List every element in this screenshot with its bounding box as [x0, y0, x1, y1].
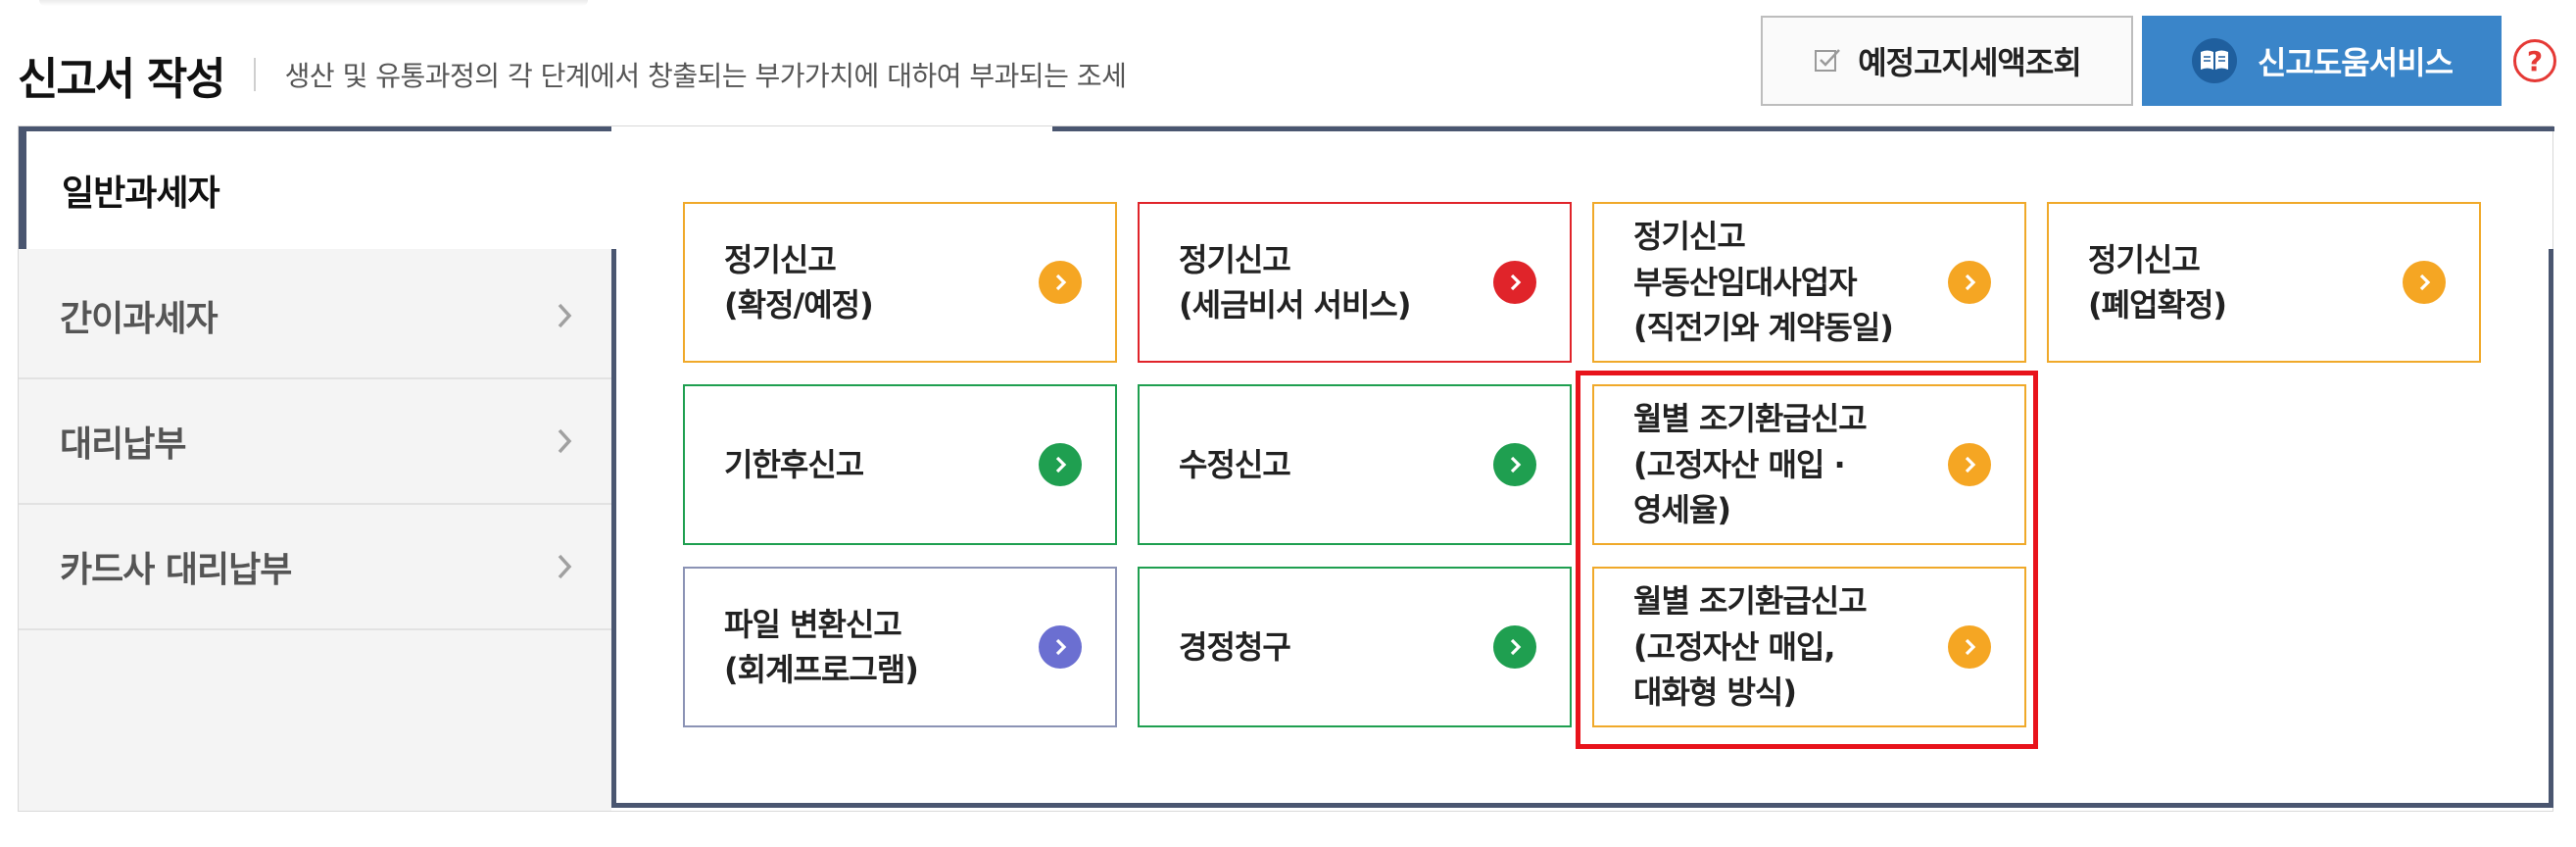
help-question-icon[interactable]: ? — [2513, 39, 2556, 82]
filing-help-service-button[interactable]: 신고도움서비스 — [2142, 16, 2502, 106]
regular-filing-real-estate-lease-card[interactable]: 정기신고 부동산임대사업자 (직전기와 계약동일) — [1592, 202, 2026, 363]
arrow-right-icon — [2403, 261, 2446, 304]
sidebar-item-label: 대리납부 — [60, 424, 186, 465]
tab-general-taxpayer[interactable]: 일반과세자 — [19, 126, 611, 249]
sidebar-item-simplified-taxpayer[interactable]: 간이과세자 — [19, 254, 611, 379]
regular-filing-closure-card[interactable]: 정기신고 (폐업확정) — [2047, 202, 2481, 363]
arrow-right-icon — [1039, 443, 1082, 486]
late-filing-card[interactable]: 기한후신고 — [683, 384, 1117, 545]
page-subtitle: 생산 및 유통과정의 각 단계에서 창출되는 부가가치에 대하여 부과되는 조세 — [284, 60, 1127, 92]
monthly-early-refund-interactive-card[interactable]: 월별 조기환급신고 (고정자산 매입, 대화형 방식) — [1592, 567, 2026, 727]
arrow-right-icon — [1493, 443, 1536, 486]
tax-notice-lookup-button[interactable]: 예정고지세액조회 — [1761, 16, 2133, 106]
page-title: 신고서 작성 — [18, 52, 226, 105]
correction-claim-card[interactable]: 경정청구 — [1138, 567, 1572, 727]
card-label: 기한후신고 — [724, 445, 864, 483]
book-icon — [2191, 38, 2237, 83]
sidebar-item-label: 간이과세자 — [60, 299, 219, 339]
card-label: 정기신고 부동산임대사업자 (직전기와 계약동일) — [1633, 218, 1894, 347]
filing-help-service-label: 신고도움서비스 — [2257, 44, 2454, 81]
arrow-right-icon — [1493, 625, 1536, 669]
content-top-border — [1052, 126, 2554, 131]
chevron-right-icon — [558, 428, 572, 454]
card-label: 파일 변환신고 (회계프로그램) — [724, 605, 919, 688]
file-conversion-filing-card[interactable]: 파일 변환신고 (회계프로그램) — [683, 567, 1117, 727]
top-shadow — [39, 0, 588, 6]
page-header: 신고서 작성 생산 및 유통과정의 각 단계에서 창출되는 부가가치에 대하여 … — [18, 35, 1127, 114]
checkbox-icon — [1815, 49, 1841, 72]
arrow-right-icon — [1493, 261, 1536, 304]
chevron-right-icon — [558, 554, 572, 579]
card-label: 월별 조기환급신고 (고정자산 매입, 대화형 방식) — [1633, 582, 1868, 712]
arrow-right-icon — [1948, 625, 1991, 669]
card-label: 정기신고 (폐업확정) — [2088, 240, 2227, 324]
sidebar-item-card-company-proxy-payment[interactable]: 카드사 대리납부 — [19, 505, 611, 630]
tax-notice-lookup-label: 예정고지세액조회 — [1858, 44, 2082, 81]
card-label: 정기신고 (세금비서 서비스) — [1179, 240, 1411, 324]
card-label: 경정청구 — [1179, 627, 1291, 666]
title-divider — [253, 58, 256, 91]
arrow-right-icon — [1039, 261, 1082, 304]
chevron-right-icon — [558, 303, 572, 328]
card-label: 월별 조기환급신고 (고정자산 매입 · 영세율) — [1633, 400, 1868, 529]
sidebar — [19, 249, 611, 811]
arrow-right-icon — [1039, 625, 1082, 669]
arrow-right-icon — [1948, 443, 1991, 486]
regular-filing-card[interactable]: 정기신고 (확정/예정) — [683, 202, 1117, 363]
amended-filing-card[interactable]: 수정신고 — [1138, 384, 1572, 545]
monthly-early-refund-zero-rate-card[interactable]: 월별 조기환급신고 (고정자산 매입 · 영세율) — [1592, 384, 2026, 545]
card-label: 수정신고 — [1179, 445, 1291, 483]
sidebar-item-label: 카드사 대리납부 — [60, 550, 292, 590]
arrow-right-icon — [1948, 261, 1991, 304]
regular-filing-tax-secretary-card[interactable]: 정기신고 (세금비서 서비스) — [1138, 202, 1572, 363]
card-label: 정기신고 (확정/예정) — [724, 240, 874, 324]
sidebar-item-proxy-payment[interactable]: 대리납부 — [19, 379, 611, 505]
